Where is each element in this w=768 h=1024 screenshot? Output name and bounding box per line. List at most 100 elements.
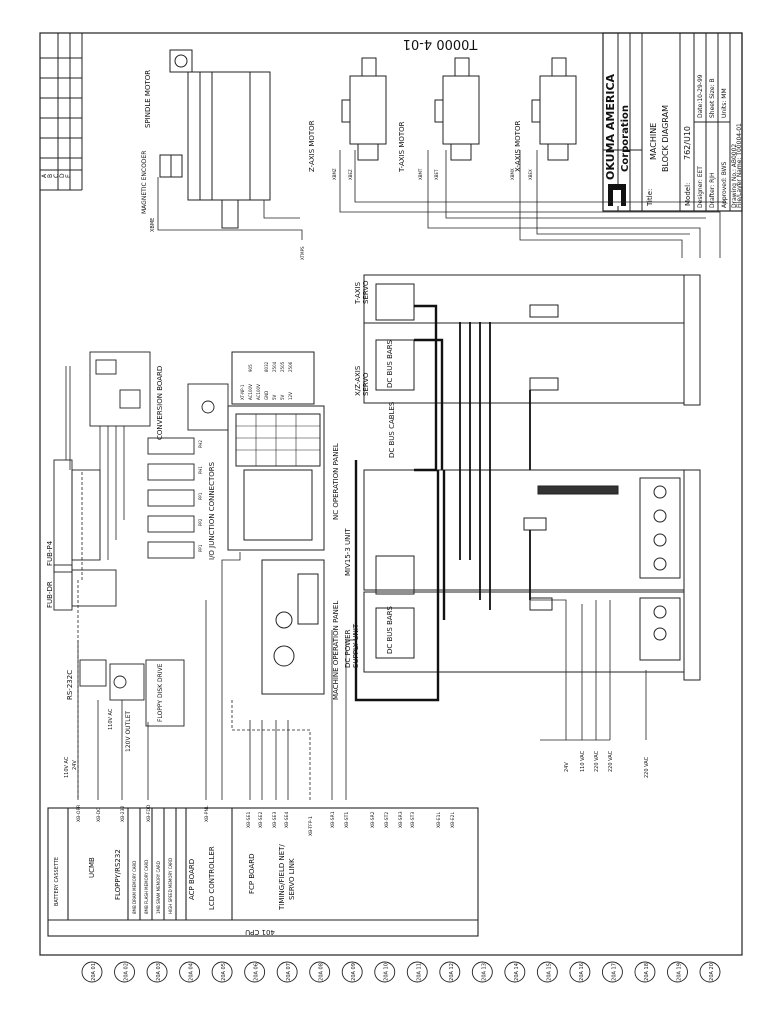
bubble-20 [699, 961, 721, 983]
x-tag-1: XBMX [510, 168, 515, 180]
bubble-19 [667, 961, 688, 983]
bubble-label-16: 20A 16 [579, 963, 585, 981]
drawing-number: T0000 4-01 [403, 36, 479, 51]
panel-volt-6: 5V [280, 394, 285, 400]
bubble-11 [406, 961, 428, 983]
xz-servo-label-2: SERVO [362, 372, 370, 396]
cpu-card-3: 1MB SRAM MEMORY CARD [156, 861, 161, 914]
cpu-floppy: FLOPPY/RS232 [114, 849, 122, 900]
power-220vac-a: 220 VAC [594, 750, 600, 772]
outlet-ac-label: 110V AC [108, 708, 114, 730]
rev-letter-c: C [53, 174, 60, 178]
pp-label-4: PH1 [198, 466, 203, 474]
cpu-card-1: 8MB DRAM MEMORY CARD [132, 861, 137, 914]
power-220vac-c: 220 VAC [644, 756, 650, 778]
rs232c-label: RS-232C [66, 670, 74, 700]
cpu-fcp: FCP BOARD [248, 854, 256, 894]
bubble-label-10: 20A 10 [384, 963, 390, 981]
encoder-label: MAGNETIC ENCODER [141, 151, 148, 214]
bubble-label-15: 20A 15 [546, 963, 552, 981]
bubble-17 [601, 961, 623, 983]
cpu-conn-17: XB-E1L [436, 812, 442, 829]
bubble-label-7: 20A 07 [286, 963, 292, 981]
io-junction-label: I/O JUNCTION CONNECTORS [208, 461, 216, 560]
bubble-label-5: 20A 05 [221, 963, 227, 981]
z-tag-1: XBMZ [332, 168, 337, 180]
panel-volt-9: 8032 [264, 361, 269, 372]
revision-grid [40, 33, 83, 191]
cpu-ucmb: UCMB [88, 857, 96, 878]
title-line2: BLOCK DIAGRAM [661, 105, 670, 172]
cpu-conn-4: XB-FDD [146, 804, 152, 822]
dc-bus-cables [354, 304, 446, 702]
fub-dr-board [53, 564, 117, 611]
sheet-size: Sheet Size: B [709, 78, 716, 118]
panel-volt-8: 905 [248, 364, 253, 372]
io-wires [65, 366, 125, 560]
bubble-label-18: 20A 18 [644, 963, 650, 981]
floppy-drive [145, 659, 185, 727]
bubble-14 [504, 961, 526, 983]
cpu-conn-9: XB-SE4 [284, 812, 290, 828]
xtmps-tag: XTMPS [300, 246, 305, 260]
company-name: OKUMA AMERICA [604, 73, 617, 180]
panel-volt-2: AC100V [248, 384, 253, 400]
cpu-conn-6: XB-SE1 [246, 812, 252, 828]
bubble-7 [276, 961, 298, 983]
date: Date:10-29-99 [697, 74, 704, 118]
rev-letter-e: E [65, 174, 72, 178]
dc-bus-bars-label-2: DC BUS BARS [386, 605, 394, 654]
bubble-3 [146, 961, 168, 983]
cpu-conn-15: XB-SR3 [398, 811, 404, 828]
fub-p4-label: FUB-P4 [46, 540, 54, 566]
nc-operation-panel [227, 351, 325, 551]
pp-label-5: PH2 [198, 440, 203, 448]
approved: Approved: BWS [721, 161, 728, 208]
cpu-rack [47, 807, 479, 937]
bubble-12 [439, 961, 461, 983]
mv-unit-label: MIV15-3 UNIT [344, 528, 352, 576]
dc-bus-bars-label-1: DC BUS BARS [386, 339, 394, 388]
bubble-label-12: 20A 12 [449, 963, 455, 981]
rs232c-port [79, 659, 145, 701]
units: Units: MM [721, 88, 728, 118]
cpu-conn-7: XB-SE2 [258, 812, 264, 828]
revision-letters: A B C D E [41, 173, 72, 178]
x-tag-2: XBEX [528, 169, 533, 180]
conversion-board-label: CONVERSION BOARD [156, 366, 164, 440]
motor-wires [157, 150, 726, 258]
t-axis-servo-label-2: SERVO [362, 280, 370, 304]
panel-volt-7: 12V [288, 392, 293, 400]
x-axis-motor-label: X-AXIS MOTOR [514, 121, 522, 172]
pp-label-2: PP2 [198, 518, 203, 526]
nc-panel-label: NC OPERATION PANEL [332, 443, 340, 520]
drawing-no: Drawing No.: AB0002 [731, 144, 738, 208]
t-tag-2: XBET [434, 169, 439, 180]
rev-letter-a: A [41, 173, 48, 178]
cpu-conn-8: XB-SE3 [272, 812, 278, 828]
panel-volt-10: 2504 [272, 361, 277, 372]
io-junction-connectors [147, 437, 195, 559]
model-value: 762/U10 [683, 126, 692, 160]
magnetic-encoder [159, 154, 183, 178]
machine-operation-panel [261, 559, 325, 695]
bubble-label-8: 20A 08 [319, 963, 325, 981]
cpu-card-4: HIGH SPEED MEMORY CARD [168, 858, 173, 914]
floppy-drive-label: FLOPPY DISK DRIVE [157, 663, 164, 722]
cpu-conn-3: XB-232 [120, 805, 126, 822]
t-axis-motor [434, 57, 480, 161]
cpu-title: 401 CPU [245, 928, 275, 936]
title-label: Title: [646, 189, 654, 207]
bubble-4 [179, 961, 201, 983]
title-block [602, 32, 743, 212]
cpu-conn-11: XB-SR1 [330, 811, 336, 828]
panel-volt-4: GND [264, 391, 269, 400]
bubble-label-13: 20A 13 [481, 963, 487, 981]
fub-dr-label: FUB-DR [46, 581, 54, 608]
bubble-label-6: 20A 06 [254, 963, 260, 981]
cpu-battery: BATTERY CASSETTE [54, 857, 60, 906]
pp-label-1: PP1 [198, 544, 203, 552]
cpu-timing-1: TIMING/FIELD NET/ [278, 844, 286, 911]
